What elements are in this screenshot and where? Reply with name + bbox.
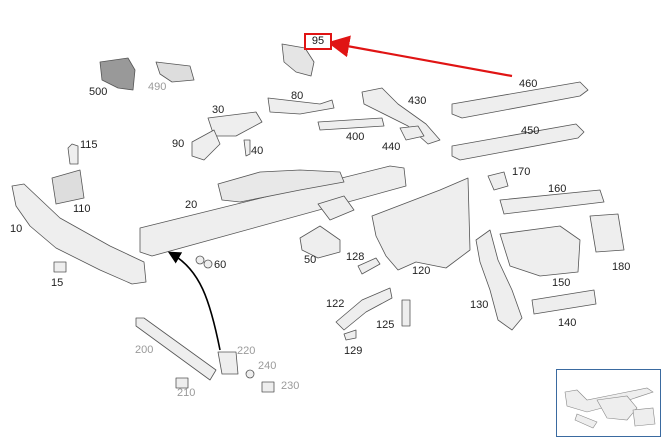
part-110: [51, 169, 85, 205]
red-pointer-arrow: [327, 35, 513, 78]
label-220[interactable]: 220: [237, 345, 256, 357]
label-129[interactable]: 129: [344, 345, 363, 357]
part-50b: [317, 195, 355, 221]
label-30[interactable]: 30: [212, 104, 225, 116]
part-130: [475, 229, 523, 331]
part-10: [11, 183, 147, 285]
overview-thumbnail[interactable]: [556, 369, 661, 437]
part-80: [267, 97, 335, 115]
label-400[interactable]: 400: [346, 131, 365, 143]
label-130[interactable]: 130: [470, 299, 489, 311]
part-90: [191, 129, 221, 161]
part-160: [499, 189, 605, 215]
part-150: [499, 225, 581, 277]
label-460[interactable]: 460: [519, 78, 538, 90]
highlight-box-95[interactable]: 95: [304, 33, 332, 50]
part-400: [317, 117, 385, 131]
part-122: [335, 287, 393, 331]
part-500: [99, 57, 136, 91]
label-180[interactable]: 180: [612, 261, 631, 273]
part-210: [175, 377, 189, 389]
part-120: [371, 177, 471, 271]
part-490: [155, 61, 195, 83]
part-230: [261, 381, 275, 393]
part-20-upper: [217, 169, 345, 203]
label-128[interactable]: 128: [346, 251, 365, 263]
label-150[interactable]: 150: [552, 277, 571, 289]
label-60[interactable]: 60: [214, 259, 227, 271]
part-60-a: [195, 255, 205, 265]
label-40[interactable]: 40: [251, 145, 264, 157]
label-450[interactable]: 450: [521, 125, 540, 137]
label-10[interactable]: 10: [10, 223, 23, 235]
label-210[interactable]: 210: [177, 387, 196, 399]
label-115[interactable]: 115: [80, 139, 98, 151]
label-430[interactable]: 430: [408, 95, 427, 107]
label-140[interactable]: 140: [558, 317, 577, 329]
part-50: [299, 225, 341, 259]
part-115: [67, 143, 79, 165]
label-160[interactable]: 160: [548, 183, 567, 195]
part-170: [487, 171, 509, 191]
part-40: [243, 139, 251, 157]
label-50[interactable]: 50: [304, 254, 317, 266]
part-220: [217, 351, 239, 375]
black-curved-arrow: [167, 251, 221, 351]
label-80[interactable]: 80: [291, 90, 304, 102]
part-20: [139, 165, 407, 257]
label-110[interactable]: 110: [73, 203, 91, 215]
part-180: [589, 213, 625, 253]
label-120[interactable]: 120: [412, 265, 431, 277]
part-450: [451, 123, 585, 161]
part-60-b: [203, 259, 213, 269]
part-140: [531, 289, 597, 315]
label-170[interactable]: 170: [512, 166, 531, 178]
part-125: [401, 299, 411, 327]
label-440[interactable]: 440: [382, 141, 401, 153]
part-460: [451, 81, 589, 119]
part-128: [357, 257, 381, 275]
thumbnail-drawing: [564, 387, 656, 429]
part-440: [399, 125, 425, 141]
label-20[interactable]: 20: [185, 199, 198, 211]
label-15[interactable]: 15: [51, 277, 64, 289]
part-200: [135, 317, 217, 381]
part-240: [245, 369, 255, 379]
label-90[interactable]: 90: [172, 138, 185, 150]
label-240[interactable]: 240: [258, 360, 277, 372]
label-500[interactable]: 500: [89, 86, 108, 98]
label-490[interactable]: 490: [148, 81, 167, 93]
label-200[interactable]: 200: [135, 344, 154, 356]
label-230[interactable]: 230: [281, 380, 300, 392]
part-15: [53, 261, 67, 273]
label-122[interactable]: 122: [326, 298, 345, 310]
label-125[interactable]: 125: [376, 319, 395, 331]
part-129: [343, 329, 357, 341]
part-430: [361, 87, 441, 145]
